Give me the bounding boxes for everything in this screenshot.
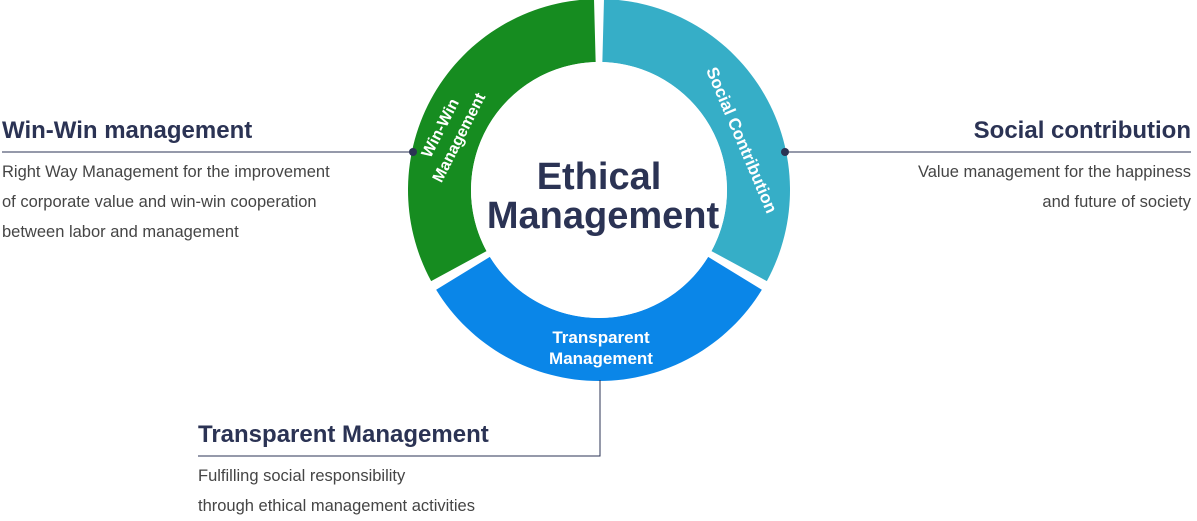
center-title-line2: Management: [487, 195, 720, 237]
social-callout-description: Value management for the happiness and f…: [918, 157, 1191, 217]
social-connector-dot: [781, 148, 789, 156]
social-desc-line: and future of society: [1042, 193, 1191, 211]
transparent-desc-line: through ethical management activities: [198, 497, 475, 515]
win-win-connector-dot: [409, 148, 417, 156]
transparent-callout-title: Transparent Management: [198, 421, 489, 448]
transparent-desc-line: Fulfilling social responsibility: [198, 467, 406, 485]
social-desc-line: Value management for the happiness: [917, 163, 1191, 181]
social-callout-title: Social contribution: [973, 117, 1191, 144]
win-win-segment: [408, 0, 596, 282]
transparent-segment-label-line2: Management: [549, 349, 653, 368]
win-win-desc-line: between labor and management: [2, 223, 239, 241]
transparent-callout-description: Fulfilling social responsibility through…: [198, 461, 475, 521]
win-win-desc-line: Right Way Management for the improvement: [2, 163, 330, 181]
social-contribution-segment: [602, 0, 790, 282]
transparent-segment-label-line1: Transparent: [552, 328, 650, 347]
transparent-connector: [198, 380, 601, 457]
center-disc: [471, 62, 727, 318]
win-win-desc-line: of corporate value and win-win cooperati…: [2, 193, 317, 211]
transparent-management-segment: [436, 256, 762, 381]
win-win-callout-title: Win-Win management: [2, 117, 253, 144]
center-title-line1: Ethical: [537, 156, 662, 198]
win-win-callout-description: Right Way Management for the improvement…: [2, 157, 330, 247]
